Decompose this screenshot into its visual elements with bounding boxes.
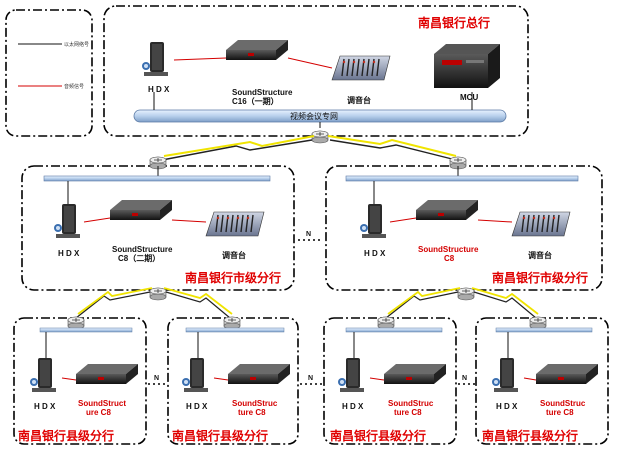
hq-soundstructure-icon	[226, 40, 288, 60]
county-2: H D X SoundStruc ture C8 南昌银行县级分行	[167, 316, 299, 445]
hq-hdx-label: H D X	[148, 85, 170, 94]
county-n-marker-b: N	[308, 375, 313, 382]
ethernet-legend-label: 以太网络号	[64, 41, 89, 48]
county-4-soundstructure-icon	[536, 364, 598, 384]
city-right-bus	[345, 175, 579, 182]
wan-link-left-dark	[161, 139, 313, 161]
hq-mixer-icon	[331, 55, 391, 81]
hq-mcu-label: MCU	[460, 93, 478, 102]
region-right-router-icon	[457, 287, 475, 301]
county-3-audio-link	[369, 377, 385, 381]
city-left-soundstructure-icon	[110, 200, 172, 220]
city-left-mixer-icon	[205, 211, 265, 237]
wan-county-4-yellow	[471, 287, 539, 315]
county-4-router-icon	[529, 316, 547, 330]
county-1-bus	[39, 327, 133, 333]
county-3-router-icon	[377, 316, 395, 330]
city-left-hdx-label: H D X	[58, 249, 80, 258]
county-1-soundstructure-icon	[76, 364, 138, 384]
county-1: H D X SoundStruct ure C8 南昌银行县级分行	[13, 316, 147, 445]
county-3-hdx-label: H D X	[342, 402, 364, 411]
legend-box	[5, 9, 93, 137]
wan-link-left-yellow	[163, 135, 315, 157]
county-2-soundstructure-icon	[228, 364, 290, 384]
county-3: H D X SoundStruc ture C8 南昌银行县级分行	[323, 316, 457, 445]
audio-legend-label: 音频信号	[64, 83, 84, 90]
city-n-marker: N	[306, 231, 311, 238]
hq-mcu-icon	[434, 44, 500, 88]
city-left-bus	[43, 175, 271, 182]
county-2-soundstructure-label-1: SoundStruc	[232, 399, 278, 408]
city-left-title: 南昌银行市级分行	[185, 270, 281, 285]
county-4-soundstructure-label-2: ture C8	[546, 408, 574, 417]
county-1-hdx-icon	[30, 358, 56, 392]
wan-county-4-dark	[473, 291, 537, 319]
city-right-mixer-icon	[511, 211, 571, 237]
county-4-bus	[495, 327, 593, 333]
city-left-audio-link-2	[171, 219, 207, 223]
county-1-soundstructure-label-1: SoundStruct	[78, 399, 126, 408]
hq-mixer-label: 调音台	[347, 95, 371, 105]
wan-link-right-yellow	[327, 135, 457, 157]
county-3-hdx-icon	[338, 358, 364, 392]
wan-county-1-yellow	[77, 287, 153, 315]
hq-soundstructure-label-1: SoundStructure	[232, 88, 293, 97]
city-left-audio-link-1	[83, 217, 111, 223]
county-4: H D X SoundStruc ture C8 南昌银行县级分行	[475, 316, 609, 445]
county-1-router-icon	[67, 316, 85, 330]
county-2-soundstructure-label-2: ture C8	[238, 408, 266, 417]
hq-audio-link-2	[287, 57, 333, 69]
county-2-hdx-icon	[182, 358, 208, 392]
hq-soundstructure-label-2: C16（一期）	[232, 96, 279, 106]
county-2-bus	[185, 327, 285, 333]
county-n-marker-a: N	[154, 375, 159, 382]
wan-link-right-dark	[329, 139, 457, 161]
city-right-hdx-icon	[360, 204, 386, 238]
city-left-soundstructure-label-1: SoundStructure	[112, 245, 173, 254]
county-3-soundstructure-label-1: SoundStruc	[388, 399, 434, 408]
city-right-soundstructure-icon	[416, 200, 478, 220]
wan-county-3-dark	[385, 291, 459, 319]
county-3-title: 南昌银行县级分行	[330, 428, 426, 443]
county-n-marker-c: N	[462, 375, 467, 382]
hq-hdx-icon	[142, 42, 168, 76]
county-4-title: 南昌银行县级分行	[482, 428, 578, 443]
city-right-audio-link-1	[389, 217, 417, 223]
county-2-hdx-label: H D X	[186, 402, 208, 411]
county-1-audio-link	[61, 377, 77, 381]
wan-county-1-dark	[75, 291, 151, 319]
county-4-audio-link	[523, 377, 537, 381]
county-2-router-icon	[223, 316, 241, 330]
wan-county-3-yellow	[387, 287, 461, 315]
county-1-title: 南昌银行县级分行	[18, 428, 114, 443]
county-4-soundstructure-label-1: SoundStruc	[540, 399, 586, 408]
hq-audio-link-1	[173, 57, 227, 61]
city-left-hdx-icon	[54, 204, 80, 238]
city-left-mixer-label: 调音台	[222, 250, 246, 260]
wan-county-2-dark	[165, 291, 231, 319]
county-4-hdx-icon	[492, 358, 518, 392]
county-1-hdx-label: H D X	[34, 402, 56, 411]
county-2-title: 南昌银行县级分行	[172, 428, 268, 443]
county-3-soundstructure-label-2: ture C8	[394, 408, 422, 417]
region-left-router-icon	[149, 287, 167, 301]
county-1-soundstructure-label-2: ure C8	[86, 408, 111, 417]
county-3-bus	[345, 327, 443, 333]
county-2-audio-link	[213, 377, 229, 381]
city-right-hdx-label: H D X	[364, 249, 386, 258]
city-left-soundstructure-label-2: C8（二期）	[118, 253, 160, 263]
core-router-icon	[311, 130, 329, 144]
county-3-soundstructure-icon	[384, 364, 446, 384]
wan-county-2-yellow	[163, 287, 233, 315]
city-right-soundstructure-label-2: C8	[444, 254, 455, 263]
hq-bus-label: 视频会议专网	[290, 111, 338, 121]
city-right-soundstructure-label-1: SoundStructure	[418, 245, 479, 254]
hq-title: 南昌银行总行	[418, 15, 490, 30]
city-right-title: 南昌银行市级分行	[492, 270, 588, 285]
city-right-mixer-label: 调音台	[528, 250, 552, 260]
city-right-audio-link-2	[477, 219, 513, 223]
county-4-hdx-label: H D X	[496, 402, 518, 411]
